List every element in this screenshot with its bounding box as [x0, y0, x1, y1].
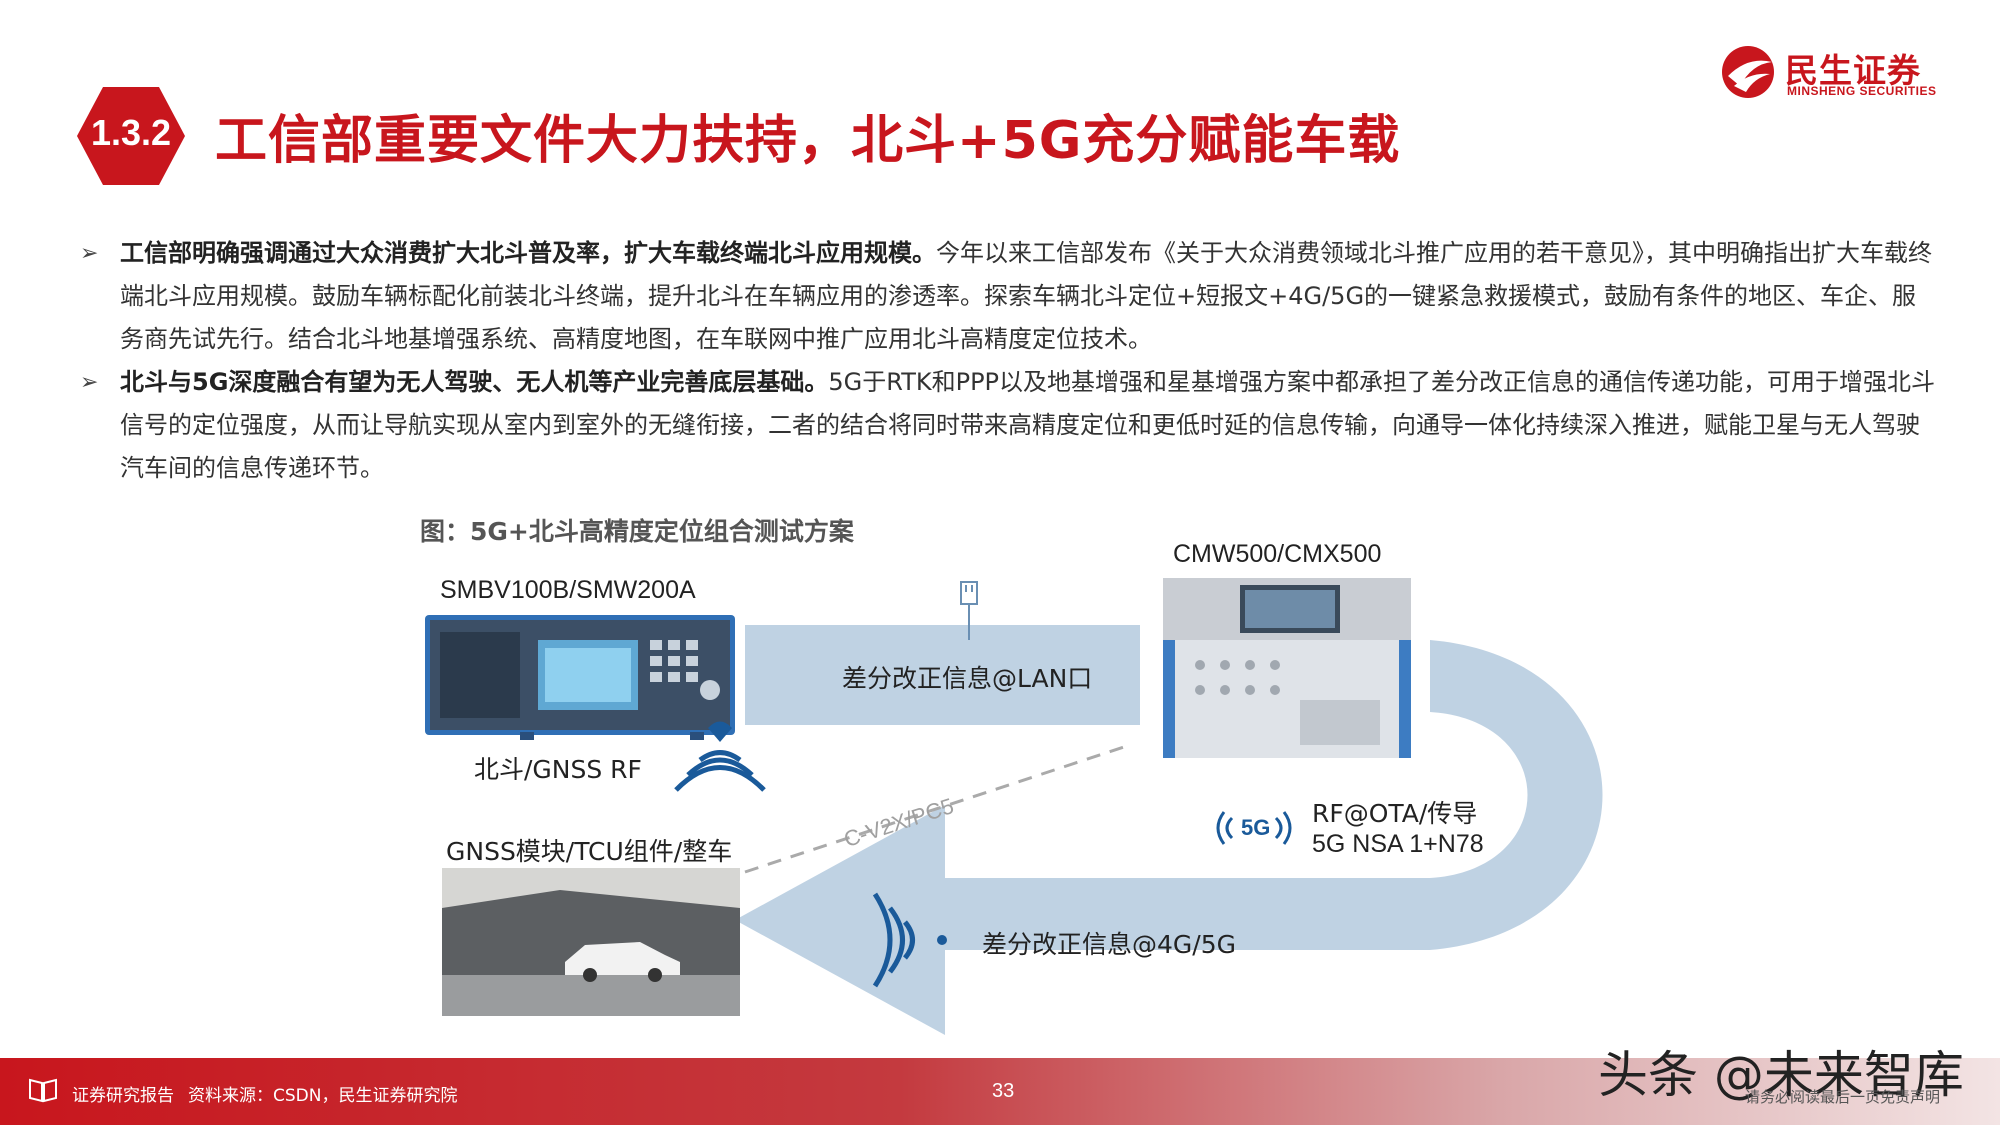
- bullet-arrow-icon: ➢: [80, 241, 99, 266]
- tester-image: [1163, 578, 1411, 758]
- bullet-text: 今年以来工信部发布《关于大众消费领域北斗推广应用的若干意见》，其中明确指出扩大车…: [120, 239, 1932, 353]
- lan-plug-icon: [960, 581, 978, 640]
- generator-label: SMBV100B/SMW200A: [440, 576, 696, 604]
- 5g-signal-icon: [1216, 811, 1292, 845]
- bullet-text: 5G于RTK和PPP以及地基增强和星基增强方案中都承担了差分改正信息的通信传递功…: [120, 368, 1936, 482]
- page-number: 33: [992, 1080, 1015, 1102]
- section-hexagon: [77, 87, 185, 185]
- tester-label: CMW500/CMX500: [1173, 540, 1382, 568]
- disclaimer: 请务必阅读最后一页免责声明: [1745, 1088, 1941, 1106]
- book-icon: [29, 1078, 57, 1103]
- report-type: 证券研究报告: [72, 1086, 174, 1106]
- lte-wireless-icon: [872, 892, 915, 988]
- bullet-arrow-icon: ➢: [80, 370, 99, 395]
- nsa-label: 5G NSA 1+N78: [1312, 830, 1484, 858]
- v2x-link: [744, 743, 1131, 874]
- gnss-wireless-icon: [674, 750, 766, 792]
- bullet-item: ➢ 北斗与5G深度融合有望为无人驾驶、无人机等产业完善底层基础。5G于RTK和P…: [78, 361, 1938, 490]
- lan-label: 差分改正信息@LAN口: [842, 664, 1093, 693]
- module-label: GNSS模块/TCU组件/整车: [446, 837, 733, 866]
- signal-generator-image: [425, 615, 735, 740]
- lan-band: [745, 625, 1140, 725]
- watermark: 头条 @未来智库: [1598, 1046, 1964, 1104]
- page-title: 工信部重要文件大力扶持，北斗+5G充分赋能车载: [215, 111, 1401, 171]
- anechoic-chamber-image: [442, 868, 740, 1016]
- gnss-rf-label: 北斗/GNSS RF: [474, 755, 642, 784]
- car-icon: [565, 942, 680, 982]
- footer-bar: [0, 1058, 2000, 1125]
- figure-title: 图：5G+北斗高精度定位组合测试方案: [420, 517, 854, 546]
- bullet-lead: 工信部明确强调通过大众消费扩大北斗普及率，扩大车载终端北斗应用规模。: [120, 239, 936, 267]
- bullet-item: ➢ 工信部明确强调通过大众消费扩大北斗普及率，扩大车载终端北斗应用规模。今年以来…: [78, 232, 1938, 361]
- bottom-arrow-label: 差分改正信息@4G/5G: [982, 930, 1236, 959]
- ota-label: RF@OTA/传导: [1312, 799, 1478, 828]
- brand-name-en: MINSHENG SECURITIES: [1787, 84, 1937, 98]
- source-note: 资料来源：CSDN，民生证券研究院: [188, 1086, 458, 1106]
- brand-name: 民生证券: [1785, 51, 1921, 90]
- bullet-lead: 北斗与5G深度融合有望为无人驾驶、无人机等产业完善底层基础。: [120, 368, 829, 396]
- section-number: 1.3.2: [90, 112, 172, 153]
- return-arrow: [735, 640, 1603, 1035]
- bullet-list: ➢ 工信部明确强调通过大众消费扩大北斗普及率，扩大车载终端北斗应用规模。今年以来…: [78, 232, 1938, 490]
- badge-5g: 5G: [1241, 815, 1271, 840]
- minsheng-logo-icon: [1722, 46, 1774, 98]
